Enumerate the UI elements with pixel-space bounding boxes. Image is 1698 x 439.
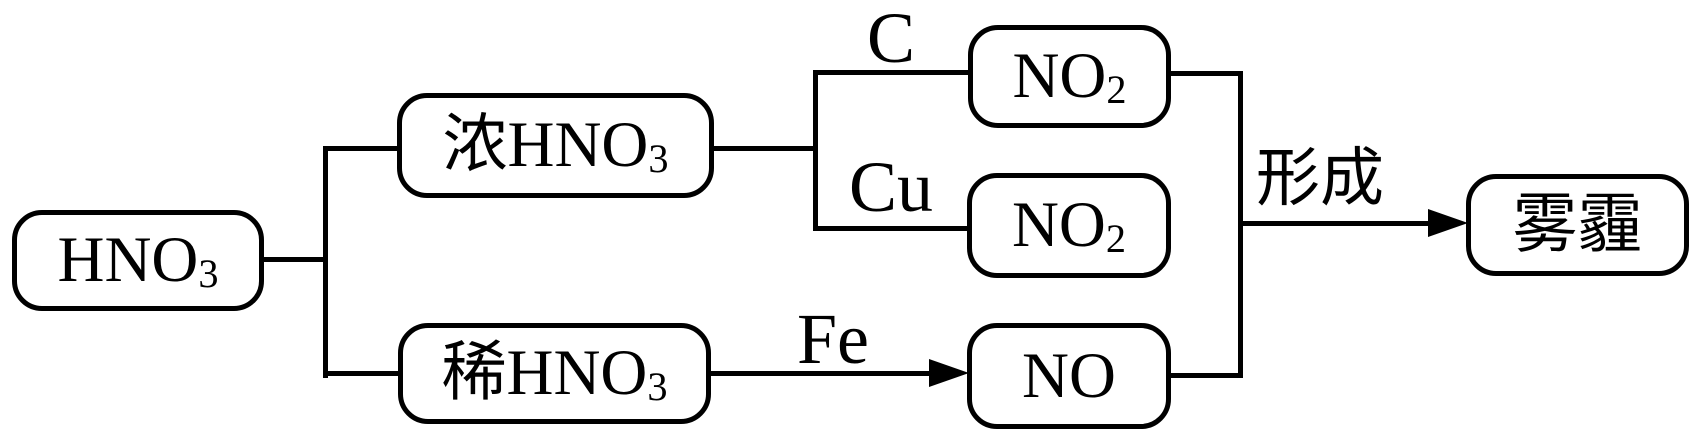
edge-no2-top-out-line — [1168, 71, 1243, 76]
node-no2-middle: NO2 — [967, 173, 1171, 278]
edge-label-forms: 形成 — [1256, 143, 1384, 214]
node-concentrated-hno3: 浓HNO3 — [397, 93, 714, 198]
edge-to-dilute-line — [323, 371, 402, 376]
node-smog-label: 雾霾 — [1512, 188, 1643, 261]
node-no2-top-label: NO2 — [1012, 40, 1127, 113]
edge-split1-vertical-line — [323, 146, 328, 378]
edge-no-out-line — [1168, 373, 1243, 378]
edge-hno3-out-line — [261, 257, 328, 262]
edge-label-carbon: C — [866, 0, 916, 78]
node-no-label: NO — [1022, 339, 1116, 412]
edge-to-concentrated-line — [323, 146, 401, 151]
edge-carbon-line — [813, 70, 971, 75]
forms-arrowhead-icon — [1428, 209, 1468, 237]
node-dilute-hno3-label: 稀HNO3 — [441, 337, 668, 410]
edge-iron-line — [708, 371, 933, 376]
node-hno3-label: HNO3 — [57, 224, 219, 297]
edge-label-copper: Cu — [848, 147, 934, 227]
edge-concentrated-out-line — [711, 146, 818, 151]
iron-arrowhead-icon — [929, 359, 969, 387]
node-dilute-hno3: 稀HNO3 — [398, 323, 711, 424]
node-no: NO — [967, 323, 1171, 429]
edge-forms-line — [1238, 221, 1430, 226]
edge-copper-line — [813, 226, 970, 231]
edge-label-iron: Fe — [797, 299, 869, 379]
node-hno3: HNO3 — [12, 210, 264, 311]
node-no2-top: NO2 — [968, 25, 1171, 128]
node-no2-middle-label: NO2 — [1011, 189, 1127, 262]
edge-split2-vertical-line — [813, 70, 818, 231]
node-smog: 雾霾 — [1466, 174, 1689, 276]
node-concentrated-hno3-label: 浓HNO3 — [442, 109, 669, 182]
